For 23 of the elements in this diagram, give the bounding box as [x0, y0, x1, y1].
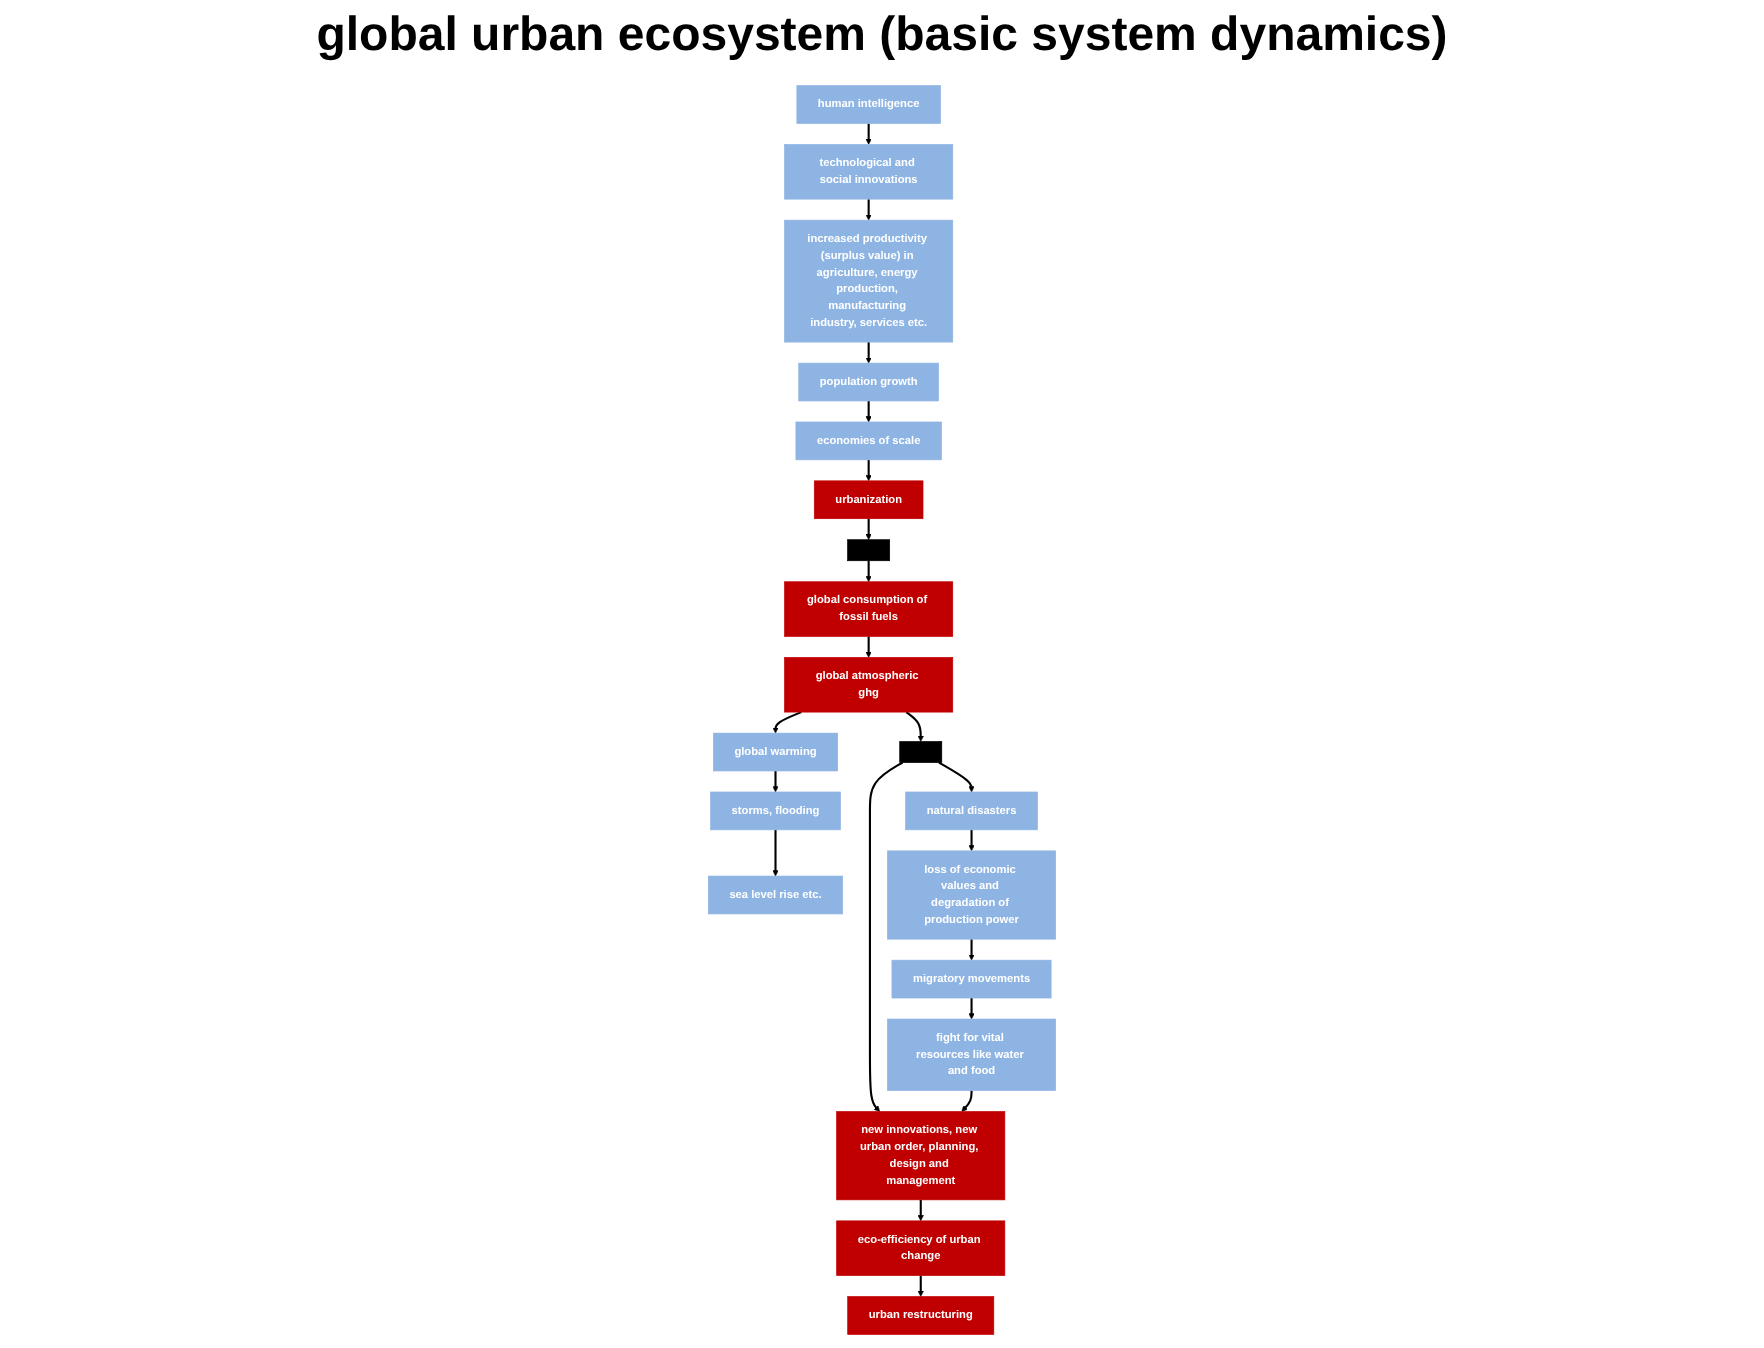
arrow	[865, 123, 872, 145]
arrow	[865, 518, 872, 540]
arrow	[865, 400, 872, 423]
arrow	[968, 939, 975, 961]
arrow	[772, 770, 779, 793]
arrow	[865, 560, 872, 583]
arrow	[868, 761, 904, 1112]
node-bar	[847, 539, 891, 562]
arrow	[865, 199, 872, 221]
diagram-title: global urban ecosystem (basic system dynamics)	[314, 8, 1450, 64]
arrow	[917, 1275, 924, 1297]
arrow	[865, 342, 872, 364]
node-bar	[899, 741, 943, 763]
arrow	[865, 636, 872, 658]
arrow	[905, 711, 924, 742]
arrow	[961, 1090, 973, 1112]
arrow	[865, 459, 872, 482]
arrow	[772, 711, 802, 734]
arrow	[968, 829, 975, 852]
arrow	[917, 1199, 924, 1222]
arrow	[772, 829, 779, 877]
arrow	[968, 998, 975, 1020]
arrow	[938, 761, 975, 793]
